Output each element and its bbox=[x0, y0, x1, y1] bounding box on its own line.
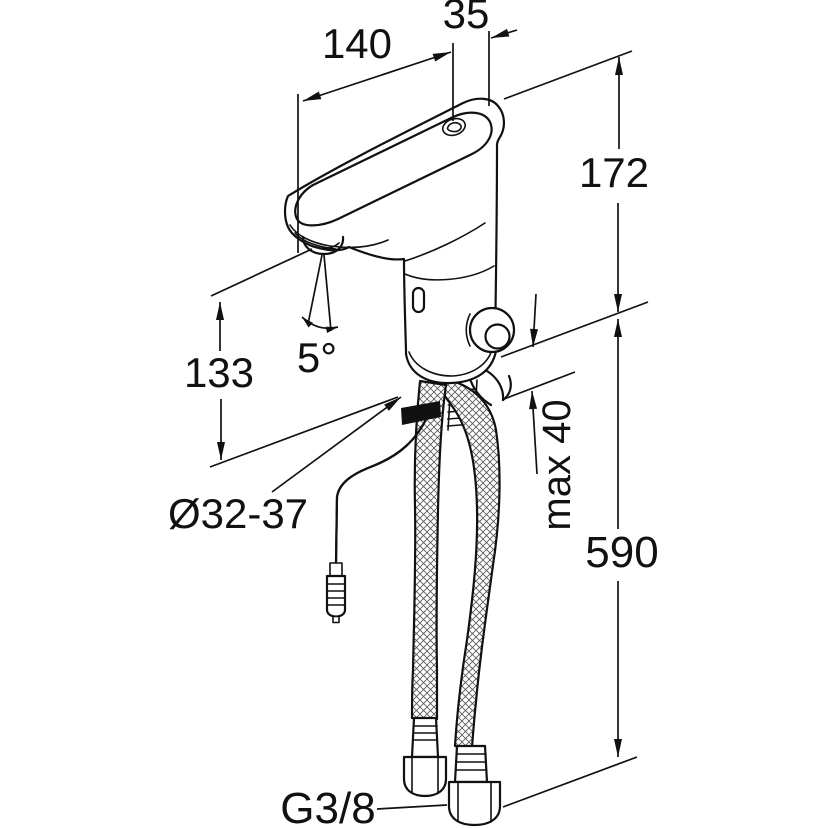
base-flange-ring bbox=[408, 349, 493, 377]
dim-label-angle: 5° bbox=[296, 334, 338, 381]
dim-g38-leader bbox=[376, 804, 448, 810]
dim-label-133: 133 bbox=[183, 349, 255, 396]
dim-140-lines bbox=[297, 51, 452, 253]
dimension-annotations bbox=[209, 28, 649, 810]
dim-590-lines bbox=[502, 319, 638, 808]
deck-reference-lines bbox=[209, 301, 649, 468]
dim-133-lines bbox=[210, 248, 313, 460]
arm-body-transition bbox=[404, 222, 486, 262]
hose-connector-left bbox=[402, 716, 448, 798]
hose-connector-right bbox=[447, 744, 502, 827]
dim-label-diameter: Ø32-37 bbox=[167, 490, 309, 537]
side-control-knob bbox=[465, 306, 516, 354]
dim-35-lines bbox=[452, 28, 518, 121]
sensor-cable bbox=[334, 411, 431, 565]
spout-outlet bbox=[301, 235, 345, 256]
dim-label-g38: G3/8 bbox=[280, 784, 376, 828]
sensor-window bbox=[411, 286, 426, 314]
dim-diameter-leader bbox=[271, 396, 402, 493]
faucet-illustration bbox=[283, 97, 516, 827]
dim-label-140: 140 bbox=[321, 20, 393, 67]
supply-hose-right bbox=[436, 378, 501, 750]
dim-angle-lines bbox=[301, 254, 339, 334]
spout-top-face bbox=[294, 111, 493, 227]
supply-hose-left bbox=[410, 379, 448, 721]
dim-label-172: 172 bbox=[578, 149, 650, 196]
top-screw-icon bbox=[441, 117, 467, 137]
cable-plug bbox=[325, 562, 347, 624]
dim-label-590: 590 bbox=[585, 528, 659, 577]
dim-max40-lines bbox=[529, 293, 539, 475]
dim-label-35: 35 bbox=[442, 0, 490, 37]
dim-172-lines bbox=[503, 50, 633, 312]
mounting-marker-band bbox=[401, 401, 441, 425]
spout-outlet-rim bbox=[307, 242, 340, 250]
body-seam-ring bbox=[404, 265, 495, 281]
